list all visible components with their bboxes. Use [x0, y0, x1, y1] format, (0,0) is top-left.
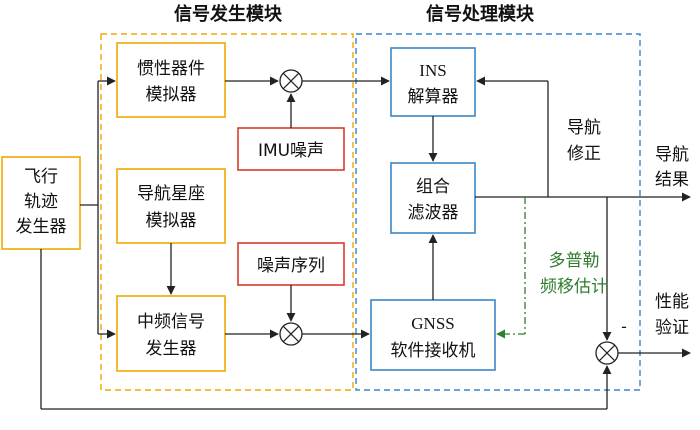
nav-result-line1: 导航 [655, 145, 689, 165]
imu-sim-line1: 惯性器件 [137, 59, 205, 79]
imu-noise-label: IMU噪声 [258, 141, 324, 161]
noise-sequence-block [237, 242, 345, 286]
signal-proc-module [355, 33, 641, 391]
perf-verify-line1: 性能 [655, 292, 689, 312]
integrated-filter-block [390, 162, 476, 234]
constellation-simulator-block [116, 168, 226, 244]
nav-correction-line2: 修正 [567, 144, 601, 164]
if-gen-line2: 发生器 [146, 339, 197, 359]
imu-simulator-block [116, 42, 226, 118]
gnss-receiver-block [370, 299, 496, 371]
flight-trajectory-generator-block [1, 156, 81, 250]
perf-verify-line2: 验证 [655, 318, 689, 338]
signal-noise-sum-junction [279, 322, 303, 346]
ins-line1: INS [419, 61, 446, 80]
ins-line2: 解算器 [408, 87, 459, 107]
noise-seq-label: 噪声序列 [257, 256, 325, 276]
imu-noise-sum-junction [279, 69, 303, 93]
signal-gen-title: 信号发生模块 [174, 3, 283, 25]
imu-sim-line2: 模拟器 [146, 85, 197, 105]
const-sim-line2: 模拟器 [146, 211, 197, 231]
flight-line3: 发生器 [16, 217, 67, 237]
filter-line1: 组合 [416, 177, 450, 197]
nav-result-line2: 结果 [655, 170, 689, 190]
performance-comparison-junction [595, 341, 619, 365]
filter-line2: 滤波器 [408, 203, 459, 223]
gnss-line2: 软件接收机 [391, 341, 476, 361]
if-gen-line1: 中频信号 [137, 312, 205, 332]
signal-proc-title: 信号处理模块 [426, 3, 535, 25]
minus-sign: - [621, 317, 627, 336]
nav-correction-line1: 导航 [567, 118, 601, 138]
doppler-line2: 频移估计 [540, 277, 608, 297]
doppler-feedback-path [496, 197, 526, 339]
imu-noise-block [237, 127, 345, 171]
signal-gen-module [100, 33, 354, 391]
const-sim-line1: 导航星座 [137, 184, 205, 204]
connections [40, 76, 691, 410]
if-signal-generator-block [116, 295, 226, 372]
flight-line2: 轨迹 [24, 192, 58, 212]
doppler-line1: 多普勒 [549, 251, 600, 271]
gnss-line1: GNSS [411, 314, 454, 333]
ins-solver-block [390, 47, 476, 117]
flight-line1: 飞行 [24, 167, 58, 187]
